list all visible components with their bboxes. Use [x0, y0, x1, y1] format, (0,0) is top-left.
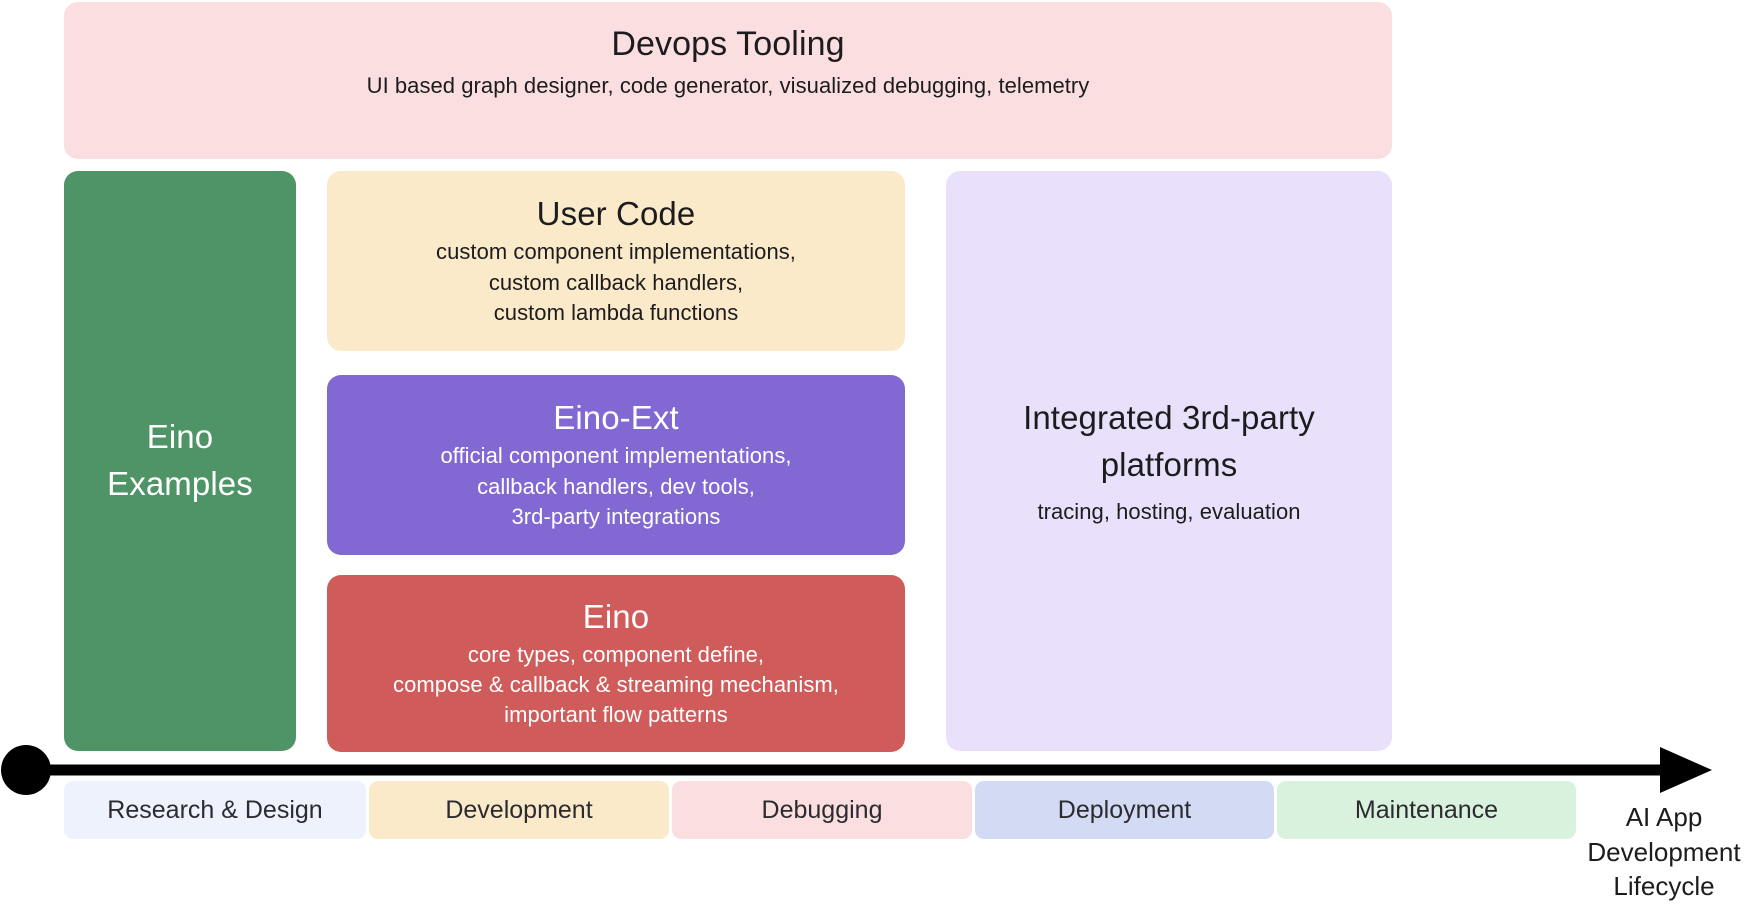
lifecycle-phase-label: Debugging [761, 795, 883, 824]
devops-tooling-title: Devops Tooling [611, 25, 845, 63]
eino-title: Eino [582, 597, 650, 635]
eino-examples-title: Eino Examples [107, 418, 253, 502]
lifecycle-phase-development[interactable]: Development [369, 781, 669, 839]
lifecycle-phase-label: Deployment [1057, 795, 1192, 824]
lifecycle-phase-label: Research & Design [107, 795, 323, 824]
lifecycle-axis-caption: AI App Development Lifecycle [1587, 802, 1741, 902]
lifecycle-phase-label: Maintenance [1354, 795, 1499, 824]
user-code-card: User Code custom component implementatio… [327, 171, 905, 351]
eino-ext-subtitle: official component implementations, call… [440, 443, 792, 529]
third-party-platforms-card: Integrated 3rd-party platforms tracing, … [946, 171, 1392, 751]
user-code-subtitle: custom component implementations, custom… [436, 239, 796, 325]
eino-ext-card: Eino-Ext official component implementati… [327, 375, 905, 555]
user-code-title: User Code [536, 195, 696, 233]
devops-tooling-card: Devops Tooling UI based graph designer, … [64, 2, 1392, 159]
timeline-start-dot [1, 745, 51, 795]
lifecycle-phase-deployment[interactable]: Deployment [975, 781, 1274, 839]
eino-card: Eino core types, component define, compo… [327, 575, 905, 752]
timeline-arrowhead [1660, 747, 1712, 793]
eino-ext-title: Eino-Ext [553, 399, 679, 437]
devops-tooling-subtitle: UI based graph designer, code generator,… [366, 73, 1090, 99]
eino-examples-card: Eino Examples [64, 171, 296, 751]
lifecycle-phase-label: Development [445, 795, 593, 824]
lifecycle-phase-maintenance[interactable]: Maintenance [1277, 781, 1576, 839]
lifecycle-phase-list: Research & Design Development Debugging … [64, 781, 1576, 839]
third-party-platforms-title: Integrated 3rd-party platforms [1023, 399, 1315, 483]
third-party-platforms-subtitle: tracing, hosting, evaluation [1037, 498, 1301, 524]
lifecycle-phase-research-design[interactable]: Research & Design [64, 781, 366, 839]
eino-subtitle: core types, component define, compose & … [393, 641, 839, 728]
lifecycle-phase-debugging[interactable]: Debugging [672, 781, 972, 839]
